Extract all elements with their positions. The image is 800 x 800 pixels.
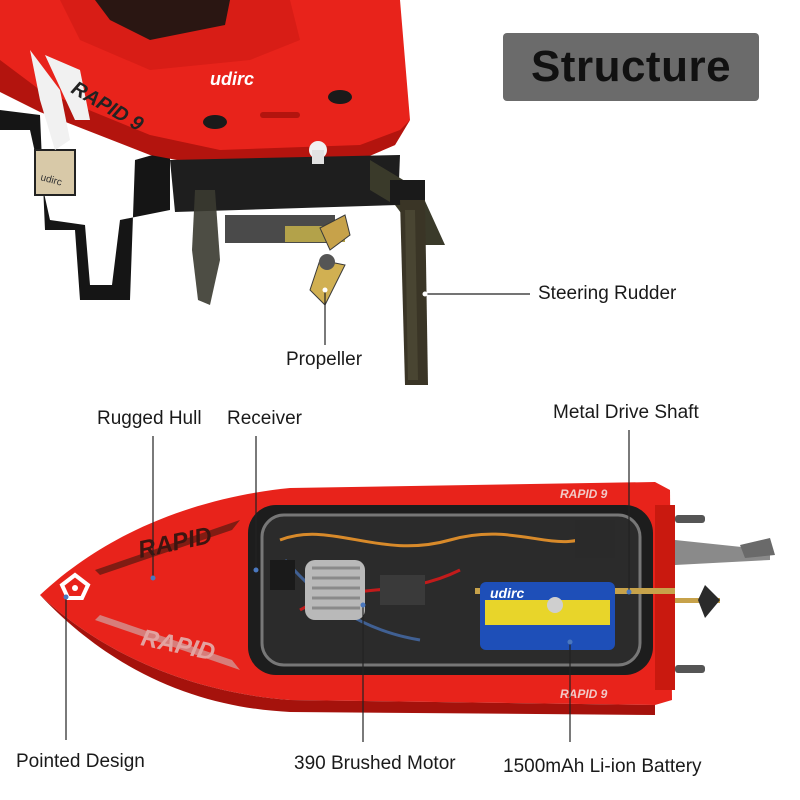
label-motor: 390 Brushed Motor [294, 753, 456, 774]
svg-text:udirc: udirc [39, 172, 63, 188]
label-propeller: Propeller [286, 349, 363, 370]
receiver [270, 560, 295, 590]
battery: udirc [480, 582, 615, 650]
label-metal-drive-shaft: Metal Drive Shaft [553, 402, 699, 423]
steering-rudder [370, 160, 445, 385]
page-title: Structure [530, 42, 732, 91]
boat-rear-view: udirc udirc RAPID 9 [0, 0, 445, 385]
label-battery: 1500mAh Li-ion Battery [503, 756, 702, 777]
motor [305, 560, 425, 620]
transom [170, 155, 400, 212]
battery-brand: udirc [490, 585, 524, 601]
label-receiver: Receiver [227, 408, 302, 429]
svg-text:RAPID 9: RAPID 9 [560, 687, 608, 701]
brand-decal-top: udirc [210, 69, 254, 89]
svg-text:RAPID 9: RAPID 9 [560, 487, 608, 501]
label-rugged-hull: Rugged Hull [97, 408, 202, 429]
rear-rudder [675, 538, 775, 565]
propeller-top [309, 214, 351, 306]
boat-top-view: RAPID RAPID udirc [40, 482, 775, 715]
label-steering-rudder: Steering Rudder [538, 283, 677, 304]
title-badge: Structure [503, 33, 759, 101]
rear-propeller [675, 585, 720, 618]
label-pointed-design: Pointed Design [16, 751, 145, 772]
